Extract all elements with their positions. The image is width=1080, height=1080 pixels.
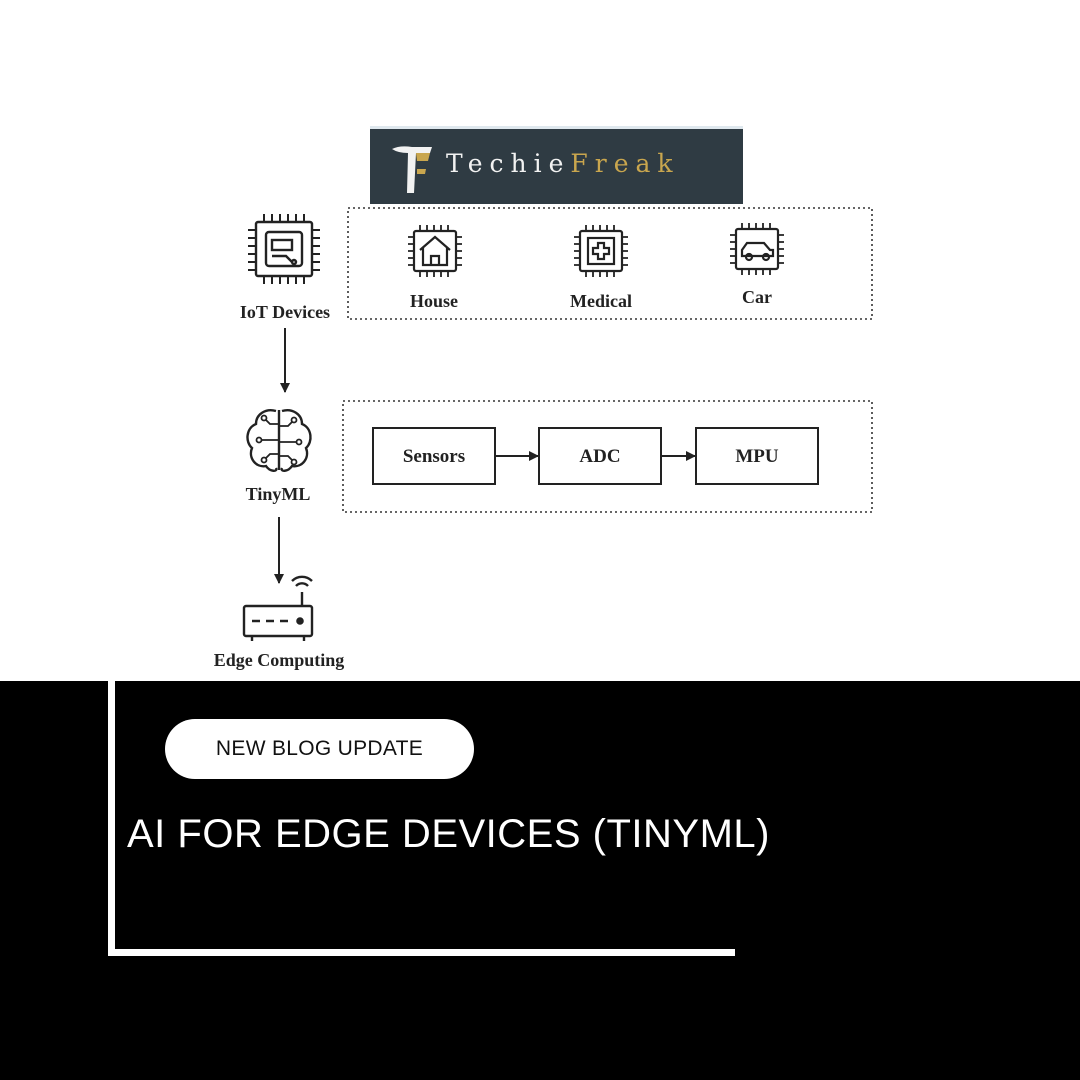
adc-label: ADC bbox=[579, 446, 620, 467]
tinyml-label: TinyML bbox=[246, 484, 311, 504]
brain-circuit-icon bbox=[246, 409, 312, 472]
logo-word-techie: Techie bbox=[446, 149, 571, 178]
sensors-label: Sensors bbox=[403, 446, 465, 467]
logo-word-freak: Freak bbox=[570, 149, 680, 178]
mpu-label: MPU bbox=[735, 446, 779, 467]
logo-mark-icon bbox=[392, 146, 432, 193]
sensors-box bbox=[372, 427, 496, 485]
headline: AI FOR EDGE DEVICES (TINYML) bbox=[127, 812, 770, 856]
new-blog-update-tag: NEW BLOG UPDATE bbox=[165, 719, 474, 779]
diagram-area bbox=[0, 0, 1080, 681]
adc-box bbox=[538, 427, 662, 485]
car-label: Car bbox=[742, 287, 772, 307]
house-label: House bbox=[410, 291, 458, 311]
tinyml-diagram: IoT Devices House Medical bbox=[214, 207, 873, 670]
router-icon bbox=[242, 575, 314, 641]
car-chip-icon bbox=[730, 223, 784, 275]
house-chip-icon bbox=[408, 225, 462, 277]
devices-group-box bbox=[347, 207, 873, 320]
frame-vertical-line bbox=[108, 681, 115, 956]
frame-horizontal-line bbox=[108, 949, 735, 956]
medical-chip-icon bbox=[574, 225, 628, 277]
edge-computing-label: Edge Computing bbox=[214, 650, 345, 670]
iot-devices-label: IoT Devices bbox=[240, 302, 330, 322]
medical-label: Medical bbox=[570, 291, 632, 311]
banner-area bbox=[0, 681, 1080, 1080]
chip-icon bbox=[248, 214, 320, 284]
techiefreak-logo: TechieFreak bbox=[370, 126, 743, 204]
mpu-box bbox=[695, 427, 819, 485]
logo-wordmark: TechieFreak bbox=[446, 149, 680, 178]
